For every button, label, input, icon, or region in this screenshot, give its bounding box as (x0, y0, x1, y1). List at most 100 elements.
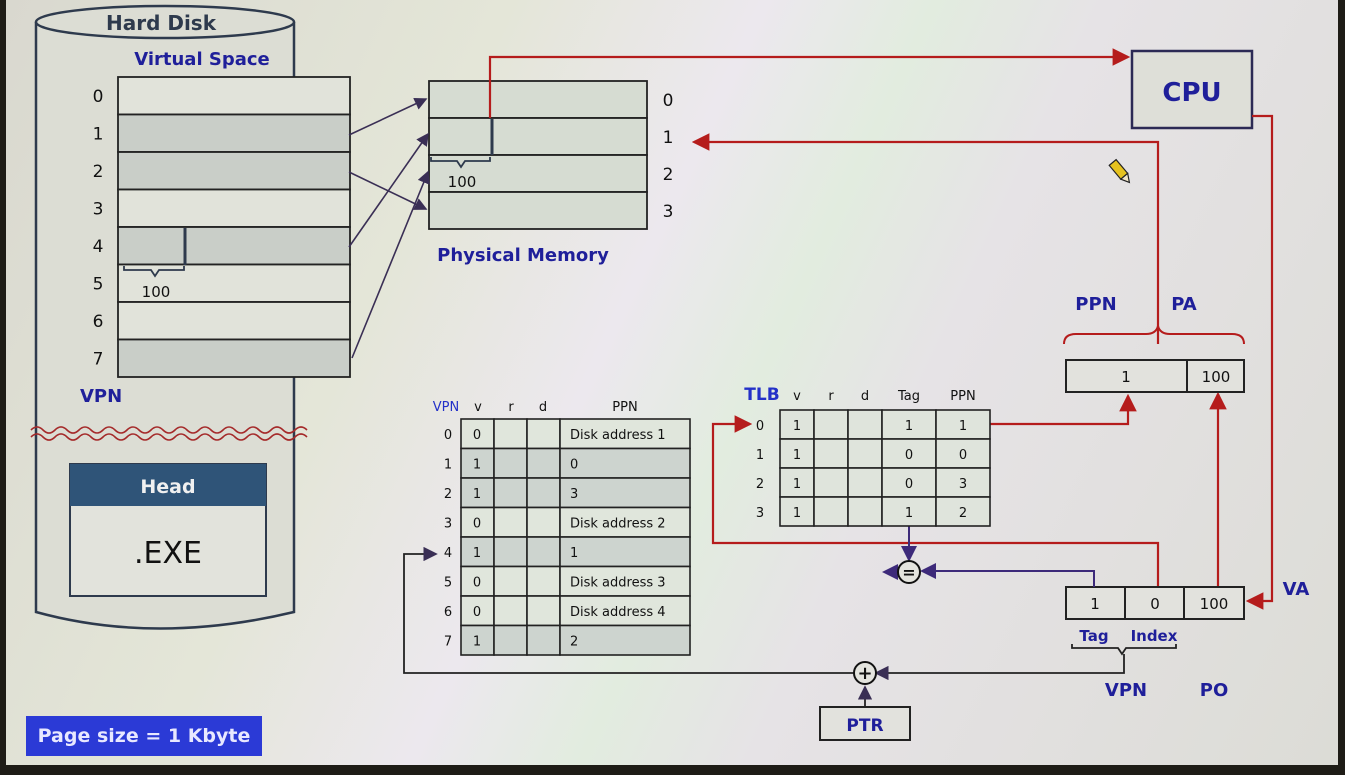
virtual-page (117, 263, 351, 303)
tlb-cell (935, 467, 991, 498)
tlb-header: Tag (897, 389, 920, 404)
page-table-header: VPN (433, 400, 459, 415)
tlb-tag: 1 (905, 419, 913, 434)
tlb-cell (847, 438, 883, 469)
tlb-cell (779, 496, 815, 527)
page-table-cell (526, 565, 561, 597)
physical-memory-label: Physical Memory (437, 245, 609, 266)
va-index-value: 0 (1150, 595, 1160, 613)
vpn-label: VPN (80, 386, 122, 407)
page-table-cell (559, 595, 691, 627)
tlb-cell (813, 438, 849, 469)
tlb-row: 1 1 0 0 (756, 438, 991, 469)
head-section (70, 464, 266, 506)
vpn-row-label: 2 (93, 162, 104, 182)
tlb-header: r (828, 389, 834, 404)
va-label: VA (1283, 579, 1310, 600)
tlb-v: 1 (793, 448, 801, 463)
page-table-cell (460, 624, 495, 656)
adder: + (853, 661, 877, 685)
page-table-cell (526, 624, 561, 656)
page-table-header: d (539, 400, 547, 415)
tlb-v: 1 (793, 477, 801, 492)
page-table-ppn: 1 (570, 546, 578, 561)
tlb-header: d (861, 389, 869, 404)
frame-number: 1 (663, 128, 674, 148)
page-table-cell (493, 447, 528, 479)
page-table-ppn: 2 (570, 635, 578, 650)
page-table-cell (559, 477, 691, 509)
tlb-ppn: 3 (959, 477, 967, 492)
tlb-tag: 1 (905, 506, 913, 521)
hard-disk-title: Hard Disk (106, 11, 217, 35)
tlb-cell (881, 409, 937, 440)
pa-to-memory-path (691, 133, 1160, 344)
tlb-tag: 0 (905, 448, 913, 463)
page-table-cell (526, 477, 561, 509)
tlb-cell (935, 496, 991, 527)
ptr-label: PTR (846, 716, 883, 736)
pencil-cursor-icon (1108, 158, 1131, 184)
virtual-page (117, 76, 351, 116)
page-table-header: PPN (612, 400, 637, 415)
page-table-valid: 0 (473, 517, 481, 532)
map-arrow-vp2 (348, 171, 428, 210)
va-index-label: Index (1131, 627, 1178, 645)
va-tag-value: 1 (1090, 595, 1100, 613)
virtual-address-register: 1 0 100 VA Tag Index VPN PO (1065, 579, 1310, 701)
offset-brace (123, 266, 185, 278)
virtual-space-label: Virtual Space (134, 49, 270, 70)
index-to-tlb-path (711, 415, 1160, 587)
page-table-ppn: Disk address 1 (570, 428, 666, 443)
vpn-to-adder-path (874, 654, 1125, 681)
tlb-ppn: 0 (959, 448, 967, 463)
frame-number: 0 (663, 91, 674, 111)
page-table-vpn: 2 (444, 487, 452, 502)
map-arrow-vp4 (348, 132, 429, 248)
tlb-header: v (793, 389, 801, 404)
tlb-index: 1 (756, 448, 764, 463)
virtual-page (117, 188, 351, 228)
page-table-valid: 0 (473, 428, 481, 443)
va-tag-label: Tag (1079, 627, 1108, 645)
break-line (30, 426, 308, 434)
vpn-row-label: 4 (93, 237, 104, 257)
vpn-row-label: 5 (93, 275, 104, 295)
tlb-cell (847, 496, 883, 527)
page-table-cell (526, 447, 561, 479)
tlb-v: 1 (793, 506, 801, 521)
map-arrow-vp1 (348, 97, 428, 136)
cpu-box: CPU (1130, 49, 1254, 130)
exe-label: .EXE (134, 536, 202, 571)
page-table-cell (493, 418, 528, 450)
pa-offset-value: 100 (1202, 368, 1231, 386)
page-table-cell (526, 506, 561, 538)
page-table-cell (460, 595, 495, 627)
virtual-page (117, 113, 351, 153)
virtual-page (117, 151, 351, 191)
page-table-vpn: 0 (444, 428, 452, 443)
page-table-cell (559, 536, 691, 568)
tlb-index: 2 (756, 477, 764, 492)
virtual-page (117, 301, 351, 341)
offset-brace (430, 157, 491, 169)
comparator: = (897, 560, 921, 584)
tlb-cell (881, 496, 937, 527)
tlb-v: 1 (793, 419, 801, 434)
pa-brace (1063, 325, 1245, 345)
page-table-cell (460, 447, 495, 479)
physical-frame (428, 117, 648, 156)
page-table-header: r (508, 400, 514, 415)
vpn-field-label: VPN (1105, 680, 1147, 701)
page-table-ppn: Disk address 3 (570, 576, 666, 591)
tlb-cell (881, 467, 937, 498)
pa-ppn-label: PPN (1075, 294, 1116, 315)
page-table-ppn: 3 (570, 487, 578, 502)
mapping-arrows (348, 97, 430, 359)
